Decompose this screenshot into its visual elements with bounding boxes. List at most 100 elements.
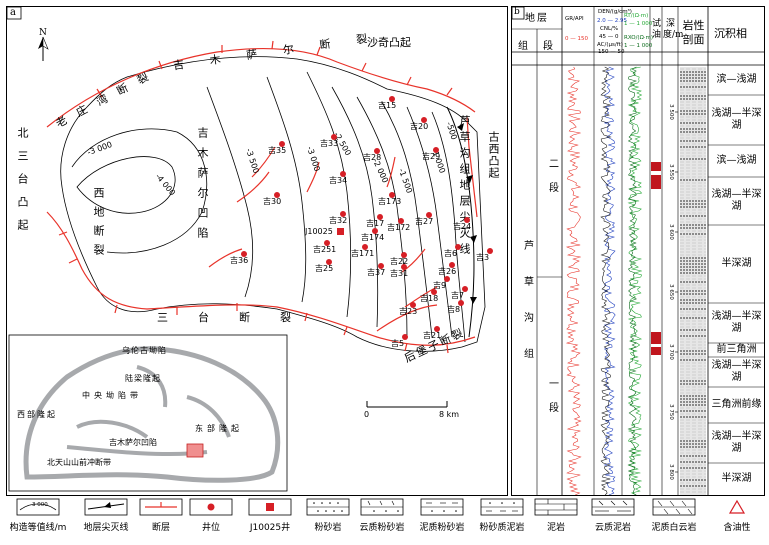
- well-label: 吉15: [378, 101, 397, 110]
- rt-log-curve: [627, 66, 643, 495]
- silty-mudstone-pattern-icon: [480, 498, 524, 516]
- well-marker: [431, 289, 437, 295]
- well-label: 吉174: [361, 233, 385, 242]
- legend-label: 粉砂质泥岩: [479, 523, 525, 533]
- legend-label: 泥质粉砂岩: [419, 523, 465, 533]
- legend-pinchout: 地层尖灭线: [74, 498, 138, 533]
- legend-label: 构造等值线/m: [9, 523, 67, 533]
- well-marker: [389, 96, 395, 102]
- legend-siltstone: 粉砂岩: [305, 498, 351, 533]
- pinchout-symbol-icon: [84, 498, 128, 516]
- facies-dividers: [708, 94, 764, 464]
- well-label: 吉36: [230, 256, 249, 265]
- well-marker: [241, 251, 247, 257]
- region-label-jimusaer: 吉木萨尔凹陷: [196, 127, 209, 247]
- well-marker: [455, 244, 461, 250]
- legend-well: 井位: [188, 498, 234, 533]
- region-label-beisantai: 北三台凸起: [16, 127, 29, 242]
- scale-bar: [366, 401, 448, 408]
- inset-map: [8, 334, 288, 492]
- header-rt-range: 1 — 1 000: [624, 21, 653, 27]
- depth-tick-label: 3 700: [668, 344, 674, 360]
- well-label: 吉23: [399, 307, 418, 316]
- siltstone-pattern-icon: [306, 498, 350, 516]
- header-test-oil: 试油: [651, 19, 661, 41]
- legend-dolomitic-siltstone: 云质粉砂岩: [353, 498, 411, 533]
- facies-label: 滨—浅湖: [716, 73, 757, 85]
- well-marker: [372, 228, 378, 234]
- well-marker: [401, 252, 407, 258]
- well-marker: [377, 214, 383, 220]
- well-marker: [326, 259, 332, 265]
- well-marker: [331, 134, 337, 140]
- legend-fault: 断层: [138, 498, 184, 533]
- fault-lines: [46, 47, 478, 346]
- well-label: 吉172: [387, 223, 411, 232]
- north-label: N: [39, 28, 47, 38]
- oil-bearing-triangle-icon: [728, 499, 746, 514]
- panel-label-a: a: [10, 7, 16, 18]
- well-label: 吉18: [420, 294, 439, 303]
- facies-label: 三角洲前缘: [711, 398, 762, 410]
- fault-label-santai: 三台断裂: [157, 311, 321, 324]
- well-marker: [389, 192, 395, 198]
- depth-tick-label: 3 750: [668, 404, 674, 420]
- well-label: 吉34: [329, 176, 348, 185]
- well-label: 吉21: [423, 331, 442, 340]
- gr-log-curve: [565, 66, 582, 495]
- well-marker: [410, 302, 416, 308]
- header-rt: RT/(Ω·m): [624, 13, 649, 19]
- well-marker: [433, 147, 439, 153]
- well-label: 吉22: [390, 257, 409, 266]
- header-ac: AC/(μs/ft): [597, 42, 623, 48]
- header-segment: 段: [543, 41, 553, 52]
- well-marker: [426, 212, 432, 218]
- legend-label: 井位: [201, 523, 220, 533]
- well-label: 吉33: [320, 139, 339, 148]
- header-facies: 沉积相: [714, 27, 747, 40]
- depth-tick-label: 3 550: [668, 164, 674, 180]
- facies-label: 浅湖—半深湖: [711, 188, 762, 213]
- fault-symbol-icon: [139, 498, 183, 516]
- header-den-range: 2.0 — 2.95: [597, 18, 627, 24]
- inset-label: 中央坳陷带: [82, 391, 142, 400]
- legend-label: 泥质白云岩: [651, 523, 697, 533]
- legend-mudstone: 泥岩: [533, 498, 579, 533]
- legend-special-well: J10025井: [240, 498, 300, 533]
- study-area-box: [186, 443, 204, 458]
- fault-ticks: [58, 40, 453, 354]
- facies-label: 浅湖—半深湖: [711, 310, 762, 335]
- depth-tick-label: 3 600: [668, 224, 674, 240]
- contour-lines: [71, 71, 466, 343]
- facies-label: 滨—浅湖: [716, 154, 757, 166]
- well-label: 吉3: [476, 253, 490, 262]
- well-label: 吉17: [366, 219, 385, 228]
- facies-label: 半深湖: [721, 257, 752, 269]
- segment-label-1: 一段: [546, 378, 558, 426]
- formation-label: 芦草沟组: [521, 240, 533, 384]
- header-group: 组: [518, 41, 528, 52]
- facies-label: 浅湖—半深湖: [711, 430, 762, 455]
- well-label: 吉27: [415, 217, 434, 226]
- header-depth: 深度/m: [663, 19, 684, 41]
- argillaceous-dolomite-pattern-icon: [652, 498, 696, 516]
- scale-end-label: 8 km: [439, 410, 460, 419]
- region-label-guxi: 古西凸起: [487, 131, 500, 179]
- well-label: 吉5: [391, 339, 405, 348]
- inset-label: 吉木萨尔凹陷: [109, 438, 157, 447]
- well-label: 吉31: [390, 269, 409, 278]
- legend-dolomitic-mudstone: 云质泥岩: [584, 498, 642, 533]
- cnl-log-curve: [600, 66, 612, 495]
- header-lithology: 岩性剖面: [682, 19, 705, 46]
- well-label: 吉6: [444, 249, 458, 258]
- well-label: 吉251: [313, 245, 337, 254]
- legend-label: 地层尖灭线: [83, 523, 129, 533]
- legend: -3 000 构造等值线/m 地层尖灭线 断层 井位 J10025井: [0, 498, 769, 545]
- inset-label: 陆梁隆起: [125, 374, 161, 383]
- legend-contour-sample: -3 000: [30, 502, 48, 508]
- legend-label: 云质粉砂岩: [359, 523, 405, 533]
- well-marker: [279, 141, 285, 147]
- well-marker: [374, 148, 380, 154]
